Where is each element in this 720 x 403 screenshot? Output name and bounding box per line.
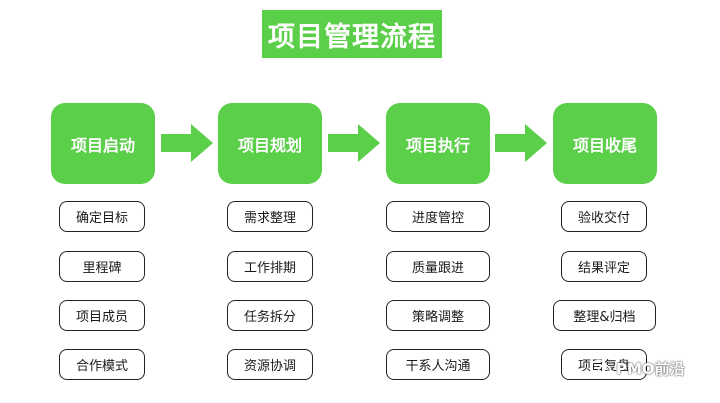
arrow-right-icon: [495, 124, 547, 162]
task-item: 合作模式: [59, 349, 145, 380]
task-item: 任务拆分: [227, 300, 313, 331]
task-item: 需求整理: [227, 201, 313, 232]
phase-closing: 项目收尾: [553, 103, 657, 184]
task-item: 质量跟进: [386, 251, 490, 282]
task-item: 策略调整: [386, 300, 490, 331]
phase-initiation: 项目启动: [51, 103, 155, 184]
task-item: 确定目标: [59, 201, 145, 232]
task-item: 验收交付: [561, 201, 647, 232]
task-item: 干系人沟通: [386, 349, 490, 380]
diagram-title: 项目管理流程: [262, 10, 442, 58]
task-item: 项目成员: [59, 300, 145, 331]
watermark: PMO前沿: [590, 356, 685, 380]
task-item: 进度管控: [386, 201, 490, 232]
arrow-right-icon: [328, 124, 380, 162]
task-item: 工作排期: [227, 251, 313, 282]
task-item: 结果评定: [561, 251, 647, 282]
task-item: 里程碑: [59, 251, 145, 282]
phase-execution: 项目执行: [386, 103, 490, 184]
task-item: 整理&归档: [553, 300, 656, 331]
watermark-text: PMO前沿: [616, 359, 685, 378]
wechat-icon: [590, 359, 612, 377]
arrow-right-icon: [161, 124, 213, 162]
task-item: 资源协调: [227, 349, 313, 380]
phase-planning: 项目规划: [218, 103, 322, 184]
